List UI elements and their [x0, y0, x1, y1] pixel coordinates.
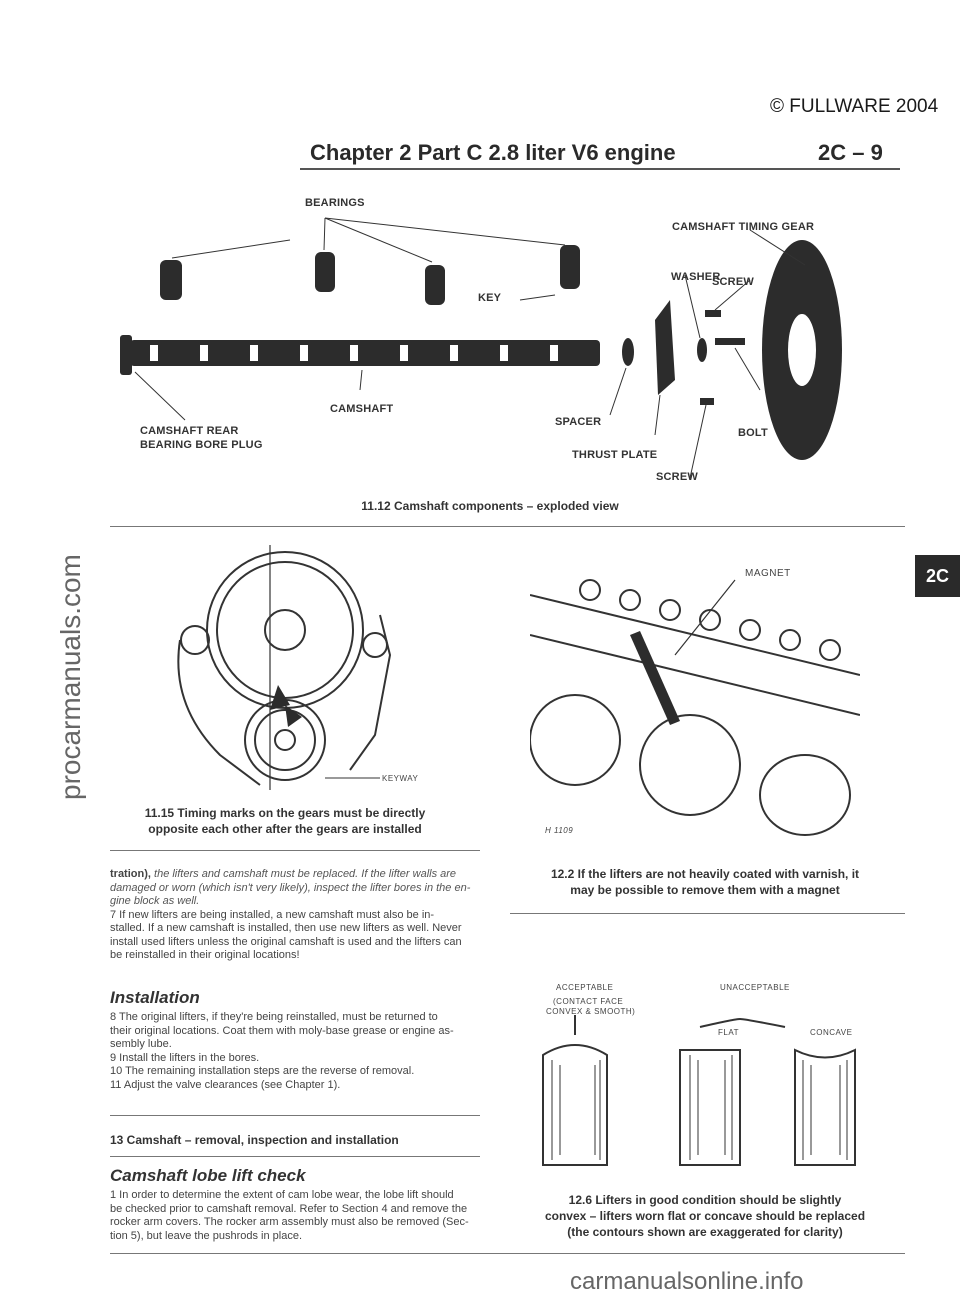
figure-12-2	[529, 555, 861, 840]
p8-line3: sembly lube.	[110, 1038, 172, 1050]
label-spacer: SPACER	[555, 416, 602, 428]
label-concave: CONCAVE	[810, 1028, 853, 1037]
lobe-lift-heading: Camshaft lobe lift check	[110, 1166, 306, 1185]
figure-code: H 1109	[545, 826, 574, 835]
watermark-left: procarmanuals.com	[55, 554, 86, 800]
label-unacceptable: UNACCEPTABLE	[720, 983, 790, 992]
p1-line1: 1 In order to determine the extent of ca…	[110, 1189, 454, 1201]
p8-line2: their original locations. Coat them with…	[110, 1024, 454, 1037]
p7-line3: install used lifters unless the original…	[110, 935, 462, 948]
page-number: 2C – 9	[818, 140, 883, 165]
label-bearings: BEARINGS	[305, 197, 365, 209]
caption-12-6-line2: convex – lifters worn flat or concave sh…	[544, 1209, 866, 1223]
p11: 11 Adjust the valve clearances (see Chap…	[110, 1078, 341, 1091]
label-washer: WASHER	[671, 271, 721, 283]
label-flat: FLAT	[718, 1028, 739, 1037]
label-bolt: BOLT	[738, 427, 768, 439]
p10: 10 The remaining installation steps are …	[110, 1065, 415, 1077]
p8-line1: 8 The original lifters, if they're being…	[110, 1011, 438, 1023]
right-divider-1	[510, 913, 905, 914]
label-thrust-plate: THRUST PLATE	[572, 449, 658, 461]
installation-heading: Installation	[110, 988, 200, 1007]
spacer	[622, 338, 634, 366]
label-magnet: MAGNET	[745, 568, 791, 579]
camshaft-exploded-diagram	[120, 217, 842, 479]
lifter-flat	[679, 1049, 741, 1166]
copyright-notice: © FULLWARE 2004	[770, 96, 939, 117]
label-acceptable-sub-1: (CONTACT FACE	[553, 997, 624, 1006]
label-key: KEY	[478, 292, 502, 304]
magnet-lifter-diagram	[529, 579, 861, 836]
label-camshaft: CAMSHAFT	[330, 403, 394, 415]
section-13-heading: 13 Camshaft – removal, inspection and in…	[110, 1133, 399, 1147]
caption-11-12: 11.12 Camshaft components – exploded vie…	[361, 499, 619, 513]
thrust-plate	[655, 300, 675, 395]
figure-12-6	[540, 1015, 890, 1175]
caption-12-6-line3: (the contours shown are exaggerated for …	[567, 1225, 843, 1239]
lifter-concave	[794, 1048, 856, 1166]
caption-12-2-line2: may be possible to remove them with a ma…	[570, 883, 840, 897]
installation-steps: 8 The original lifters, if they're being…	[110, 1011, 482, 1092]
tration-italic-3: gine block as well.	[110, 895, 200, 907]
header-rule	[300, 168, 900, 170]
magnet-tool	[630, 631, 680, 725]
label-screw-bottom: SCREW	[656, 471, 698, 483]
lifter-contours-diagram	[542, 1015, 856, 1166]
lobe-lift-paragraph: 1 In order to determine the extent of ca…	[110, 1189, 482, 1243]
label-rear-plug-1: CAMSHAFT REAR	[140, 425, 239, 437]
caption-12-2-line1: 12.2 If the lifters are not heavily coat…	[550, 867, 860, 881]
caption-11-15-line2: opposite each other after the gears are …	[148, 822, 422, 836]
figure-11-12	[110, 190, 910, 500]
screw-top	[705, 310, 721, 317]
p1-line2: be checked prior to camshaft removal. Re…	[110, 1202, 468, 1215]
p9: 9 Install the lifters in the bores.	[110, 1051, 260, 1064]
label-timing-gear: CAMSHAFT TIMING GEAR	[672, 221, 815, 233]
label-keyway: KEYWAY	[382, 774, 419, 783]
timing-gears-diagram	[177, 545, 392, 790]
label-acceptable: ACCEPTABLE	[556, 983, 614, 992]
caption-11-15-line1: 11.15 Timing marks on the gears must be …	[144, 806, 426, 820]
section-tab: 2C	[915, 555, 960, 597]
watermark-bottom: carmanualsonline.info	[570, 1268, 804, 1295]
bolt	[715, 338, 745, 345]
bottom-rule	[110, 1253, 905, 1254]
p1-line4: tion 5), but leave the pushrods in place…	[110, 1229, 303, 1242]
screw-bottom	[700, 398, 714, 405]
bearing-3	[425, 265, 445, 305]
tration-italic-2: damaged or worn (which isn't very likely…	[110, 881, 471, 894]
label-acceptable-sub-2: CONVEX & SMOOTH)	[546, 1007, 636, 1016]
bearing-2	[315, 252, 335, 292]
caption-12-6-line1: 12.6 Lifters in good condition should be…	[568, 1193, 842, 1207]
timing-mark	[270, 685, 290, 710]
camshaft-body	[130, 340, 600, 366]
crank-gear	[244, 699, 326, 781]
bearing-4	[560, 245, 580, 289]
cam-gear	[206, 551, 364, 709]
bearing-1	[160, 260, 182, 300]
figure-divider	[110, 526, 905, 527]
lifter-convex	[542, 1044, 608, 1166]
left-divider-3	[110, 1156, 480, 1157]
tration-italic-1: the lifters and camshaft must be replace…	[154, 868, 457, 880]
label-rear-plug-2: BEARING BORE PLUG	[140, 439, 263, 451]
paragraph-tration: tration), the lifters and camshaft must …	[110, 868, 482, 963]
tration-bold: tration),	[110, 868, 151, 880]
left-divider-1	[110, 850, 480, 851]
p7-line1: 7 If new lifters are being installed, a …	[110, 908, 435, 921]
p7-line2: stalled. If a new camshaft is installed,…	[110, 922, 462, 934]
p7-line4: be reinstalled in their original locatio…	[110, 949, 300, 961]
label-screw-top: SCREW	[712, 276, 754, 288]
figure-11-15	[150, 545, 450, 795]
left-divider-2	[110, 1115, 480, 1116]
washer	[697, 338, 707, 362]
p1-line3: rocker arm covers. The rocker arm assemb…	[110, 1216, 469, 1228]
rear-plug	[120, 335, 132, 375]
chapter-title: Chapter 2 Part C 2.8 liter V6 engine	[310, 140, 676, 165]
